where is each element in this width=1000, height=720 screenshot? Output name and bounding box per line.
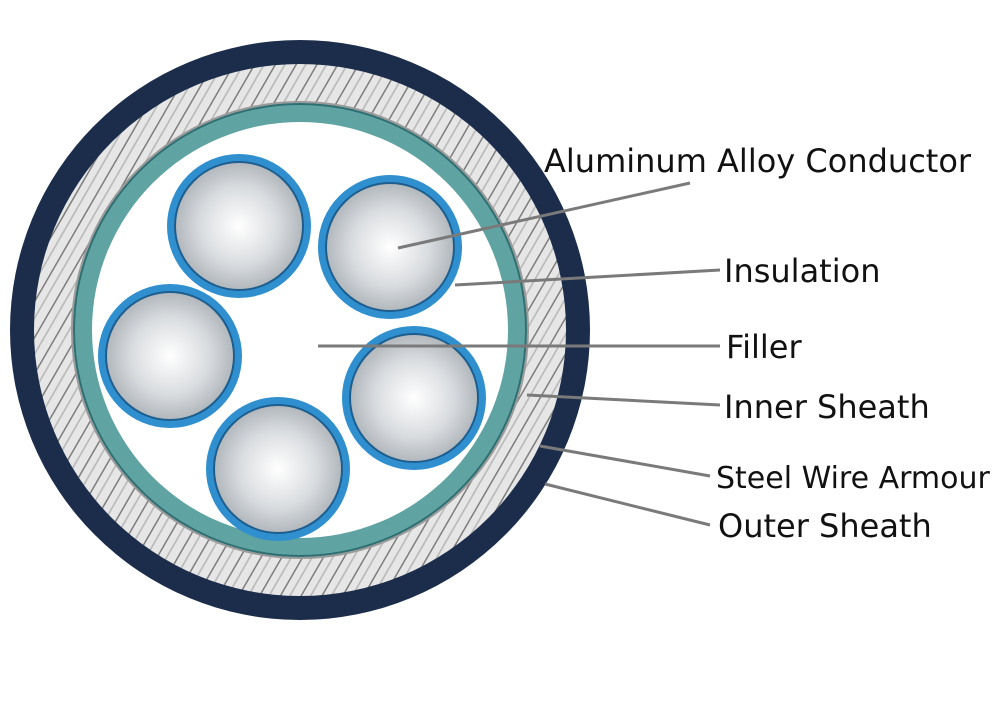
label-insulation: Insulation: [724, 252, 880, 290]
conductor-core: [318, 175, 462, 319]
inner-sheath-outline: [73, 103, 527, 557]
conductor-core: [98, 284, 242, 428]
leader-outer-sheath: [544, 482, 711, 527]
conductor-core: [167, 154, 311, 298]
label-armour: Steel Wire Armour: [716, 461, 991, 496]
armour-inner-edge: [71, 101, 529, 559]
conductor-core: [342, 326, 486, 470]
conductor-core: [206, 397, 350, 541]
label-conductor: Aluminum Alloy Conductor: [544, 142, 972, 180]
leader-inner-sheath: [526, 393, 721, 407]
leader-armour: [539, 444, 711, 478]
label-outer-sheath: Outer Sheath: [718, 507, 932, 545]
leader-insulation: [454, 268, 721, 287]
label-inner-sheath: Inner Sheath: [724, 388, 930, 426]
leader-conductor: [397, 181, 691, 250]
label-filler: Filler: [726, 328, 802, 366]
